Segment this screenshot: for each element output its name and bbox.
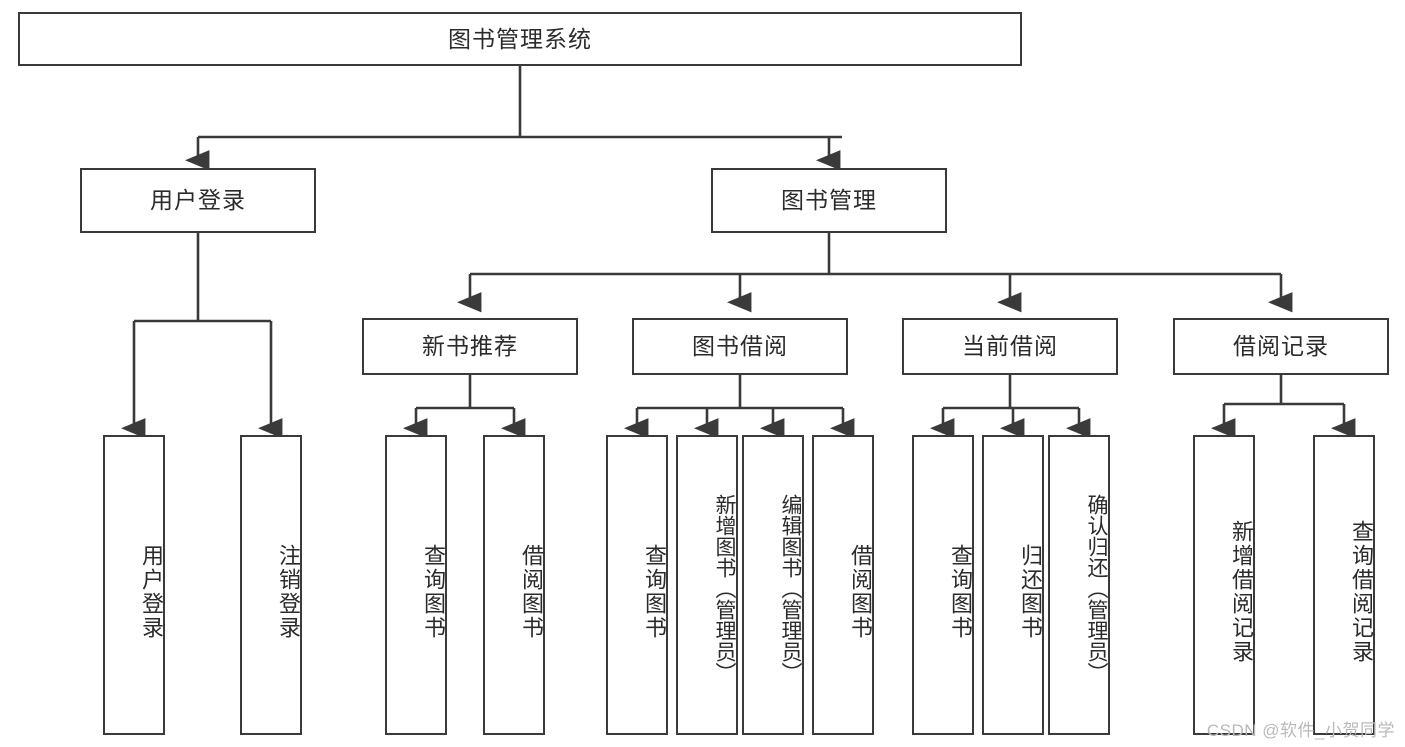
node-book-borrow[interactable]: 图书借阅 — [632, 318, 848, 375]
node-new-book-recommend[interactable]: 新书推荐 — [362, 318, 578, 375]
leaf-new-book-query-books[interactable]: 查询图书 — [385, 435, 447, 735]
leaf-current-borrow-confirm-return-admin[interactable]: 确认归还（管理员） — [1048, 435, 1110, 735]
leaf-user-login-login[interactable]: 用户登录 — [103, 435, 165, 735]
leaf-borrow-record-query-record[interactable]: 查询借阅记录 — [1313, 435, 1375, 735]
leaf-new-book-borrow-books[interactable]: 借阅图书 — [483, 435, 545, 735]
leaf-user-login-logout[interactable]: 注销登录 — [240, 435, 302, 735]
node-root-library-system[interactable]: 图书管理系统 — [18, 12, 1022, 66]
leaf-book-borrow-add-book-admin[interactable]: 新增图书（管理员） — [676, 435, 738, 735]
leaf-book-borrow-edit-book-admin[interactable]: 编辑图书（管理员） — [742, 435, 804, 735]
leaf-book-borrow-borrow-books[interactable]: 借阅图书 — [812, 435, 874, 735]
leaf-book-borrow-query-books[interactable]: 查询图书 — [606, 435, 668, 735]
node-book-management[interactable]: 图书管理 — [711, 168, 947, 233]
leaf-current-borrow-return-books[interactable]: 归还图书 — [982, 435, 1044, 735]
node-borrow-record[interactable]: 借阅记录 — [1173, 318, 1389, 375]
leaf-borrow-record-add-record[interactable]: 新增借阅记录 — [1193, 435, 1255, 735]
node-user-login[interactable]: 用户登录 — [80, 168, 316, 233]
csdn-watermark: CSDN @软件_小贺同学 — [1206, 721, 1395, 740]
leaf-current-borrow-query-books[interactable]: 查询图书 — [912, 435, 974, 735]
node-current-borrow[interactable]: 当前借阅 — [902, 318, 1118, 375]
